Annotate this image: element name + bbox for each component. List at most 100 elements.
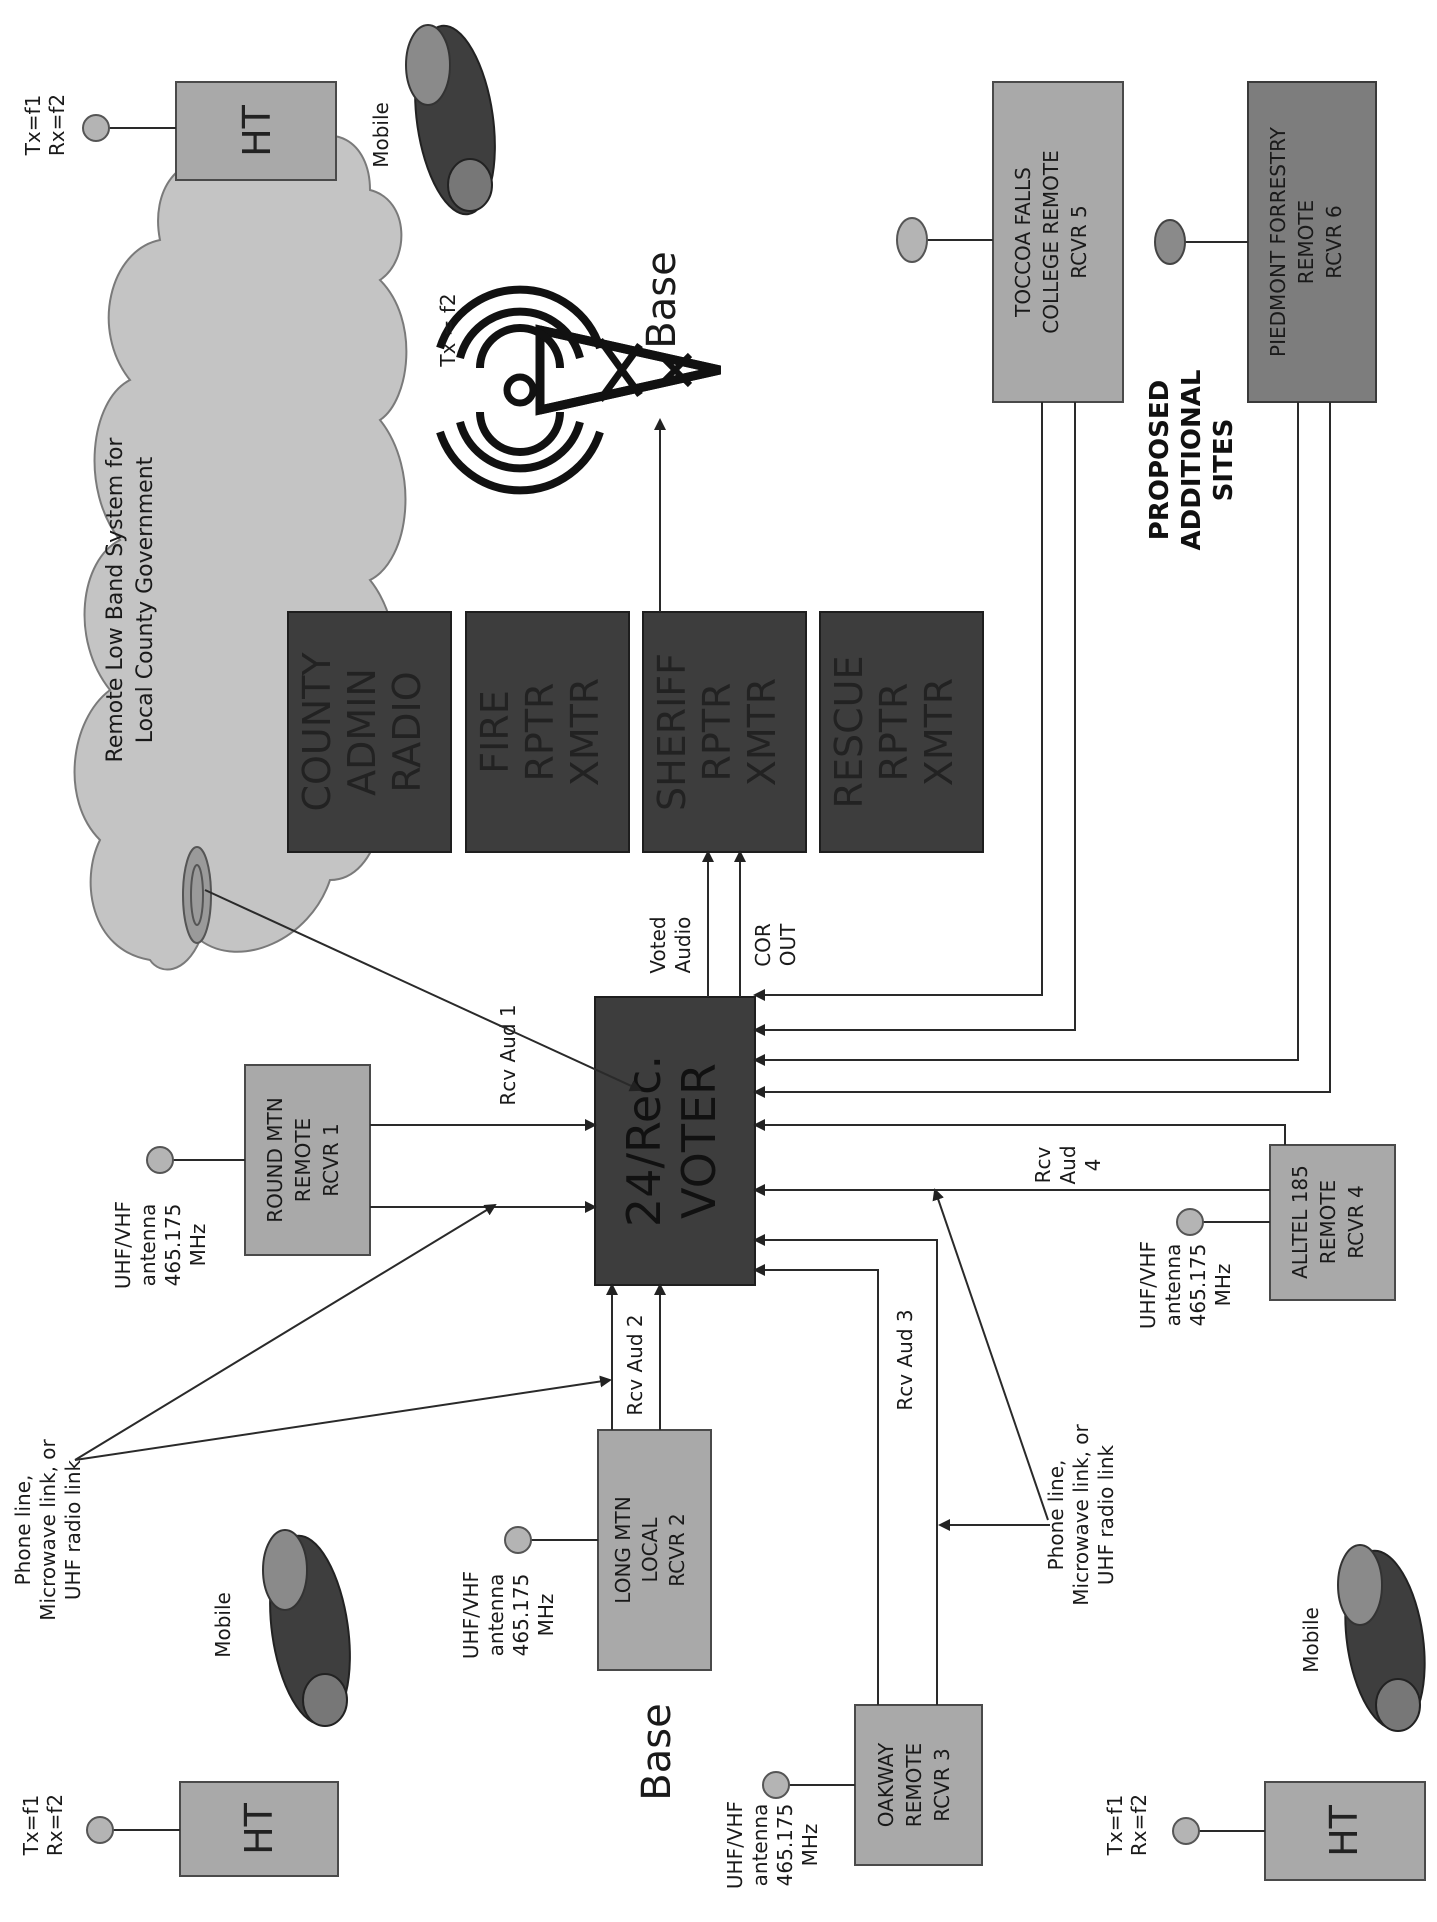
receiver-oakway: OAKWAY REMOTE RCVR 3 bbox=[854, 1704, 983, 1866]
cloud-title-line2: Local County Government bbox=[133, 456, 158, 743]
svg-text:REMOTE: REMOTE bbox=[1316, 1180, 1340, 1264]
svg-text:Rcv Aud 2: Rcv Aud 2 bbox=[623, 1314, 647, 1415]
svg-text:XMTR: XMTR bbox=[917, 678, 961, 786]
svg-text:465.175: 465.175 bbox=[773, 1804, 797, 1887]
svg-text:Rcv Aud 3: Rcv Aud 3 bbox=[893, 1309, 917, 1410]
svg-text:RCVR 6: RCVR 6 bbox=[1322, 205, 1346, 279]
svg-text:REMOTE: REMOTE bbox=[291, 1118, 315, 1202]
antenna-icon bbox=[82, 114, 110, 142]
svg-text:RADIO: RADIO bbox=[385, 671, 429, 792]
svg-text:OAKWAY: OAKWAY bbox=[874, 1742, 898, 1827]
svg-text:ADMIN: ADMIN bbox=[340, 668, 384, 796]
svg-text:RCVR 1: RCVR 1 bbox=[319, 1123, 343, 1197]
ht-unit-top: HT Tx=f1 Rx=f2 bbox=[21, 81, 337, 181]
transmitter-fire: FIRE RPTR XMTR bbox=[465, 611, 630, 853]
svg-text:HT: HT bbox=[237, 1802, 281, 1855]
svg-text:ROUND MTN: ROUND MTN bbox=[263, 1097, 287, 1222]
antenna-icon bbox=[1154, 219, 1186, 265]
receiver-alltel: ALLTEL 185 REMOTE RCVR 4 bbox=[1269, 1144, 1396, 1301]
svg-text:antenna: antenna bbox=[1161, 1244, 1185, 1327]
ht-label: HT bbox=[235, 104, 279, 157]
svg-text:Voted: Voted bbox=[646, 916, 670, 973]
svg-text:REMOTE: REMOTE bbox=[1294, 200, 1318, 284]
svg-text:RCVR 5: RCVR 5 bbox=[1067, 205, 1091, 279]
antenna-icon bbox=[1176, 1208, 1204, 1236]
mobile-car-icon bbox=[405, 24, 496, 216]
svg-text:MHz: MHz bbox=[798, 1824, 822, 1867]
antenna-icon bbox=[762, 1771, 790, 1799]
transmitter-sheriff: SHERIFF RPTR XMTR bbox=[642, 611, 807, 853]
tower-tx-freq: Tx = f2 bbox=[436, 293, 460, 367]
svg-text:PIEDMONT FORRESTRY: PIEDMONT FORRESTRY bbox=[1266, 126, 1290, 357]
transmitter-county-admin: COUNTY ADMIN RADIO bbox=[287, 611, 452, 853]
svg-text:Tx=f1: Tx=f1 bbox=[1103, 1795, 1127, 1857]
svg-text:465.175: 465.175 bbox=[1186, 1244, 1210, 1327]
svg-text:Microwave link, or: Microwave link, or bbox=[36, 1438, 60, 1620]
svg-text:OUT: OUT bbox=[776, 923, 800, 966]
svg-text:XMTR: XMTR bbox=[740, 678, 784, 786]
svg-text:SHERIFF: SHERIFF bbox=[650, 653, 694, 811]
voter-line2: VOTER bbox=[672, 1063, 726, 1219]
mobile-car-icon bbox=[1337, 1544, 1426, 1732]
svg-text:Rx=f2: Rx=f2 bbox=[1127, 1794, 1151, 1856]
svg-text:UHF/VHF: UHF/VHF bbox=[1136, 1241, 1160, 1329]
proposed-line1: PROPOSED bbox=[1145, 380, 1175, 540]
svg-text:UHF/VHF: UHF/VHF bbox=[459, 1571, 483, 1659]
svg-text:antenna: antenna bbox=[136, 1204, 160, 1287]
svg-text:Phone line,: Phone line, bbox=[1044, 1460, 1068, 1571]
antenna-icon bbox=[896, 217, 928, 263]
svg-text:Microwave link, or: Microwave link, or bbox=[1069, 1423, 1093, 1605]
svg-text:UHF/VHF: UHF/VHF bbox=[723, 1801, 747, 1889]
ht-tx-freq: Tx=f1 bbox=[21, 95, 45, 157]
svg-text:LOCAL: LOCAL bbox=[638, 1517, 662, 1583]
svg-text:RCVR 3: RCVR 3 bbox=[930, 1748, 954, 1822]
svg-text:FIRE: FIRE bbox=[473, 690, 517, 773]
svg-text:Mobile: Mobile bbox=[1299, 1607, 1323, 1673]
svg-text:HT: HT bbox=[1322, 1804, 1366, 1857]
svg-text:UHF/VHF: UHF/VHF bbox=[111, 1201, 135, 1289]
antenna-icon bbox=[86, 1816, 114, 1844]
voter-line1: 24/Rec. bbox=[617, 1055, 671, 1227]
svg-text:antenna: antenna bbox=[748, 1804, 772, 1887]
svg-text:COUNTY: COUNTY bbox=[295, 652, 339, 812]
svg-text:LONG MTN: LONG MTN bbox=[611, 1496, 635, 1603]
svg-text:RESCUE: RESCUE bbox=[827, 656, 871, 809]
svg-text:RPTR: RPTR bbox=[872, 683, 916, 782]
receiver-piedmont: PIEDMONT FORRESTRY REMOTE RCVR 6 bbox=[1247, 81, 1377, 403]
antenna-icon bbox=[1172, 1817, 1200, 1845]
receiver-round-mtn: ROUND MTN REMOTE RCVR 1 bbox=[244, 1064, 371, 1256]
mobile-label: Mobile bbox=[369, 102, 393, 168]
antenna-icon bbox=[146, 1146, 174, 1174]
svg-text:XMTR: XMTR bbox=[563, 678, 607, 786]
ht-unit-left: HT Tx=f1 Rx=f2 bbox=[19, 1781, 339, 1877]
svg-text:RPTR: RPTR bbox=[695, 683, 739, 782]
proposed-line3: SITES bbox=[1209, 419, 1239, 502]
base-label-top: Base bbox=[639, 251, 685, 348]
antenna-icon bbox=[504, 1526, 532, 1554]
cloud-title-line1: Remote Low Band System for bbox=[103, 437, 128, 763]
mobile-car-icon bbox=[262, 1529, 351, 1727]
svg-text:465.175: 465.175 bbox=[509, 1574, 533, 1657]
svg-text:MHz: MHz bbox=[186, 1224, 210, 1267]
svg-text:RPTR: RPTR bbox=[518, 683, 562, 782]
svg-text:UHF radio link: UHF radio link bbox=[1094, 1444, 1118, 1585]
proposed-line2: ADDITIONAL bbox=[1177, 370, 1207, 551]
svg-text:Rcv: Rcv bbox=[1031, 1146, 1055, 1183]
receiver-toccoa-falls: TOCCOA FALLS COLLEGE REMOTE RCVR 5 bbox=[992, 81, 1124, 403]
svg-text:465.175: 465.175 bbox=[161, 1204, 185, 1287]
svg-text:RCVR 4: RCVR 4 bbox=[1344, 1185, 1368, 1259]
svg-text:Rx=f2: Rx=f2 bbox=[43, 1794, 67, 1856]
svg-text:UHF radio link: UHF radio link bbox=[61, 1459, 85, 1600]
transmitter-rescue: RESCUE RPTR XMTR bbox=[819, 611, 984, 853]
svg-text:4: 4 bbox=[1081, 1159, 1105, 1172]
svg-text:Phone line,: Phone line, bbox=[11, 1475, 35, 1586]
svg-text:MHz: MHz bbox=[1211, 1264, 1235, 1307]
svg-text:Rcv Aud 1: Rcv Aud 1 bbox=[496, 1004, 520, 1105]
voter-box: 24/Rec. VOTER bbox=[594, 996, 756, 1286]
svg-text:MHz: MHz bbox=[534, 1594, 558, 1637]
svg-text:RCVR 2: RCVR 2 bbox=[665, 1513, 689, 1587]
svg-text:Aud: Aud bbox=[1056, 1145, 1080, 1184]
svg-text:COLLEGE REMOTE: COLLEGE REMOTE bbox=[1039, 150, 1063, 334]
svg-text:Tx=f1: Tx=f1 bbox=[19, 1795, 43, 1857]
